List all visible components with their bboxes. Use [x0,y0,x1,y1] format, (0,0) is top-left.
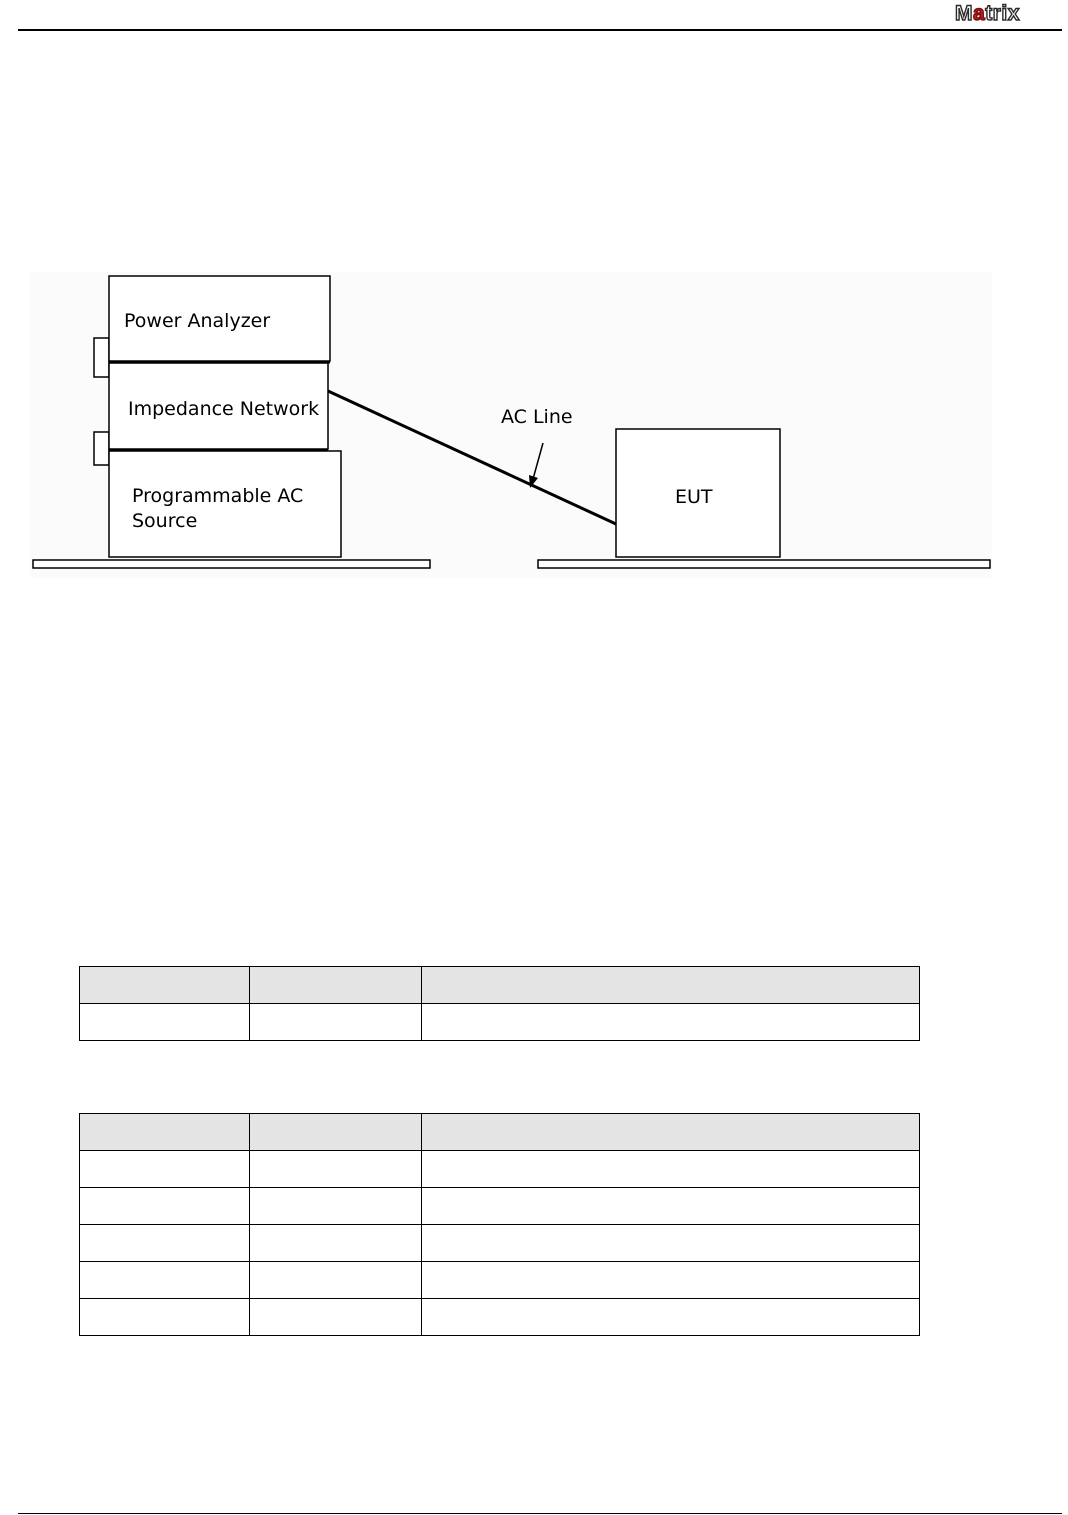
table-2-header-cell [249,1113,422,1151]
table-cell [249,1003,422,1041]
table-1-header-cell [249,966,422,1004]
eut-box [615,428,781,558]
table-row [79,1003,920,1041]
table-row [79,1187,920,1225]
logo-text-end: trix [984,1,1020,25]
left-bench [32,559,431,569]
table-row [79,1298,920,1336]
table-cell [79,1298,250,1336]
table-cell [249,1150,422,1188]
ac-line-cable [327,389,617,526]
table-cell [249,1187,422,1225]
programmable-ac-source-label-line2: Source [132,510,197,532]
ac-line-arrowhead [529,475,538,488]
footer-rule [18,1513,1062,1514]
table-cell [79,1261,250,1299]
table-row [79,1150,920,1188]
table-1-header-cell [79,966,250,1004]
table-cell [249,1298,422,1336]
impedance-network-box [108,362,329,450]
table-2 [79,1113,920,1336]
eut-label: EUT [675,486,713,508]
connector-lower [93,431,110,466]
table-1-header-cell [421,966,920,1004]
impedance-network-label: Impedance Network [128,398,319,420]
company-logo: Matrix [954,1,1020,26]
table-cell [421,1187,920,1225]
ac-line-label: AC Line [501,406,573,428]
ac-line-pointer [532,442,544,480]
table-row [79,1261,920,1299]
programmable-ac-source-box [108,450,342,558]
table-row [79,1224,920,1262]
table-2-header-cell [421,1113,920,1151]
test-setup-diagram: Power Analyzer Impedance Network Program… [30,272,992,578]
table-cell [421,1224,920,1262]
table-cell [79,1224,250,1262]
table-cell [249,1261,422,1299]
logo-text-start: M [954,1,973,25]
connector-upper [93,337,110,378]
logo-ring-letter: a [972,1,986,25]
table-1 [79,966,920,1041]
table-cell [421,1261,920,1299]
table-cell [79,1003,250,1041]
table-1-header-row [79,966,920,1004]
table-2-header-row [79,1113,920,1151]
table-cell [79,1150,250,1188]
table-2-header-cell [79,1113,250,1151]
table-cell [249,1224,422,1262]
programmable-ac-source-label-line1: Programmable AC [132,485,303,507]
table-cell [421,1298,920,1336]
header-rule [18,29,1062,31]
table-cell [421,1003,920,1041]
table-cell [79,1187,250,1225]
table-cell [421,1150,920,1188]
right-bench [537,559,991,569]
power-analyzer-label: Power Analyzer [124,310,270,332]
